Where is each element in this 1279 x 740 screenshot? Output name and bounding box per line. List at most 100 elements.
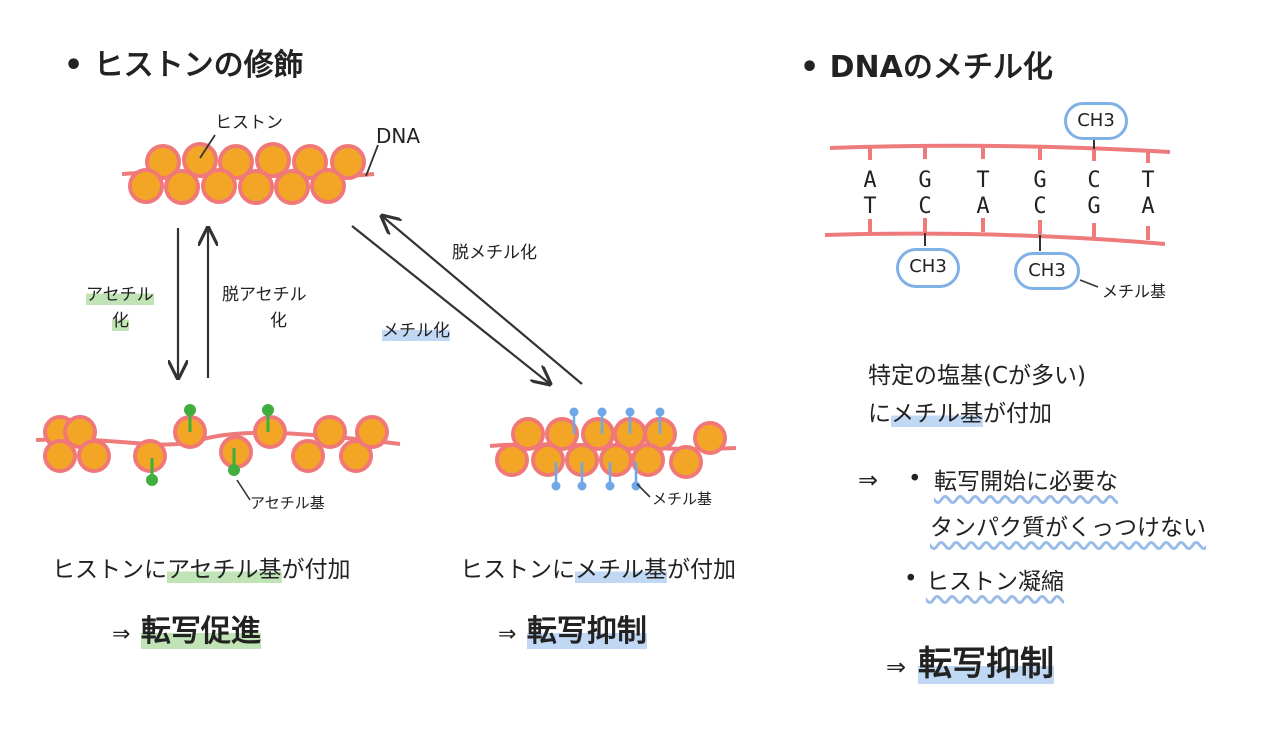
histone-bead: [133, 439, 167, 473]
point1-line2: タンパク質がくっつけない: [930, 515, 1206, 541]
base-top: A: [863, 168, 877, 193]
acetyl-group: [228, 464, 240, 476]
implies-arrow: ⇒: [498, 622, 517, 647]
histone-bead: [201, 168, 237, 204]
methylation-arrow: [351, 225, 550, 384]
desc-pre: に: [868, 401, 891, 427]
section-title-histone: • ヒストンの修飾: [64, 40, 304, 84]
histone-section-title: ヒストンの修飾: [93, 48, 304, 83]
acetylation-label-1: アセチル: [86, 280, 154, 305]
methyl-group: [625, 407, 635, 417]
histone-bead: [531, 443, 565, 477]
base-bottom: A: [1141, 194, 1155, 219]
dna-double-strand: [824, 143, 1171, 246]
histone-bead: [292, 144, 328, 180]
transcription-repression: 転写抑制: [526, 614, 647, 649]
acetylation-label-2: 化: [112, 306, 129, 331]
dna-pointer: [365, 144, 379, 177]
base-bottom: T: [863, 194, 877, 219]
histone-bead: [182, 142, 218, 178]
acetyl-pointer: [236, 479, 251, 501]
desc-highlight: メチル基: [891, 401, 983, 427]
dna-desc-line1: 特定の塩基(Cが多い): [868, 363, 1087, 389]
histone-bead: [128, 168, 164, 204]
desc-post: が付加: [983, 401, 1052, 427]
dna-implies-arrow: ⇒: [858, 466, 879, 494]
dna-bottom-strand: [824, 231, 1166, 246]
base-top: G: [1033, 168, 1047, 193]
histone-bead: [218, 144, 254, 180]
histone-bead: [631, 443, 665, 477]
histone-label: ヒストン: [215, 113, 283, 133]
base-top: T: [976, 168, 990, 193]
point2-bullet: •: [904, 566, 918, 592]
acetyl-group: [184, 404, 196, 416]
histone-bead: [339, 439, 373, 473]
caption-pre: ヒストンに: [460, 557, 575, 583]
bullet-icon: •: [64, 48, 84, 83]
histone-bead: [599, 443, 633, 477]
methylation-label: メチル化: [382, 316, 450, 341]
ch3-bottom-right: CH3: [1014, 252, 1080, 290]
histone-bead: [43, 439, 77, 473]
dna-label: DNA: [376, 124, 421, 148]
methyl-group: [631, 481, 641, 491]
demethylation-arrow: [382, 216, 583, 385]
methyl-group-label-histone: メチル基: [652, 490, 713, 508]
methyl-group-label-dna: メチル基: [1102, 282, 1167, 301]
transcription-repression-dna: 転写抑制: [917, 644, 1054, 684]
base-bottom: G: [1087, 194, 1101, 219]
deacetylation-label-2: 化: [270, 311, 287, 331]
caption-pre: ヒストンに: [52, 557, 167, 583]
base-top: G: [918, 168, 932, 193]
histone-bead: [511, 417, 545, 451]
histone-bead: [238, 169, 274, 205]
histone-bead: [164, 169, 200, 205]
dna-top-strand: [829, 143, 1171, 154]
methyl-group: [605, 481, 615, 491]
histone-bead: [693, 421, 727, 455]
dna-section-title: DNAのメチル化: [829, 50, 1053, 85]
caption-highlight: アセチル基: [167, 557, 282, 583]
histone-bead: [253, 415, 287, 449]
methyl-caption: ヒストンにメチル基が付加: [460, 550, 736, 584]
methyl-group-pointer: [1079, 279, 1099, 288]
deacetylation-label-1: 脱アセチル: [222, 285, 307, 305]
implies-arrow: ⇒: [112, 622, 131, 647]
methylated-histones: [489, 407, 737, 491]
methyl-group: [597, 407, 607, 417]
acetyl-caption: ヒストンにアセチル基が付加: [52, 550, 351, 584]
histone-bead: [545, 417, 579, 451]
methyl-group: [569, 407, 579, 417]
caption-highlight: メチル基: [575, 557, 667, 583]
histone-bead: [313, 415, 347, 449]
point1-bullet: •: [908, 466, 922, 492]
result-promote: ⇒ 転写促進: [112, 606, 261, 650]
ch3-bottom-left: CH3: [896, 248, 960, 288]
histone-pointer: [199, 134, 216, 159]
caption-post: が付加: [667, 557, 736, 583]
demethylation-label: 脱メチル化: [452, 243, 537, 263]
bullet-icon: •: [800, 50, 820, 85]
histone-bead: [330, 144, 366, 180]
histone-bead: [77, 439, 111, 473]
histone-bead: [310, 168, 346, 204]
ch3-top: CH3: [1064, 102, 1128, 140]
histone-bead: [219, 435, 253, 469]
acetyl-group: [146, 474, 158, 486]
base-bottom: A: [976, 194, 990, 219]
point2-text: ヒストン凝縮: [926, 569, 1064, 595]
histone-bead: [291, 439, 325, 473]
transcription-promotion: 転写促進: [140, 614, 261, 649]
caption-post: が付加: [281, 557, 351, 583]
section-title-dna: • DNAのメチル化: [800, 42, 1053, 86]
acetyl-group: [262, 404, 274, 416]
base-bottom: C: [918, 194, 932, 219]
acetylated-histones: [35, 404, 401, 486]
implies-arrow: ⇒: [886, 653, 907, 681]
histone-bead: [669, 445, 703, 479]
base-top: C: [1087, 168, 1101, 193]
methyl-pointer: [636, 483, 651, 498]
